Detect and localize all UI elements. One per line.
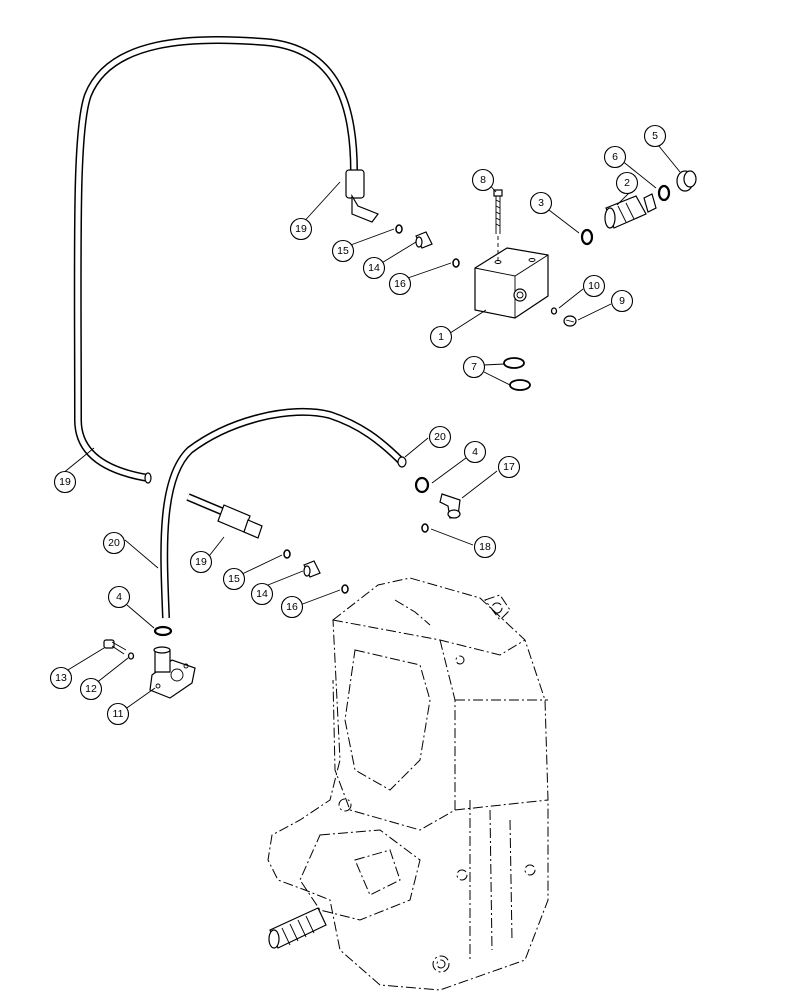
callout-3: 3 <box>529 191 553 215</box>
callout-label: 19 <box>295 223 307 235</box>
callout-label: 2 <box>624 177 630 189</box>
callout-label: 4 <box>472 446 478 458</box>
callout-8: 8 <box>471 168 495 192</box>
adapter-14-lower <box>303 560 321 578</box>
callout-19-upper: 19 <box>289 217 313 241</box>
callout-label: 5 <box>652 130 658 142</box>
hose-end-fitting-upper <box>345 169 379 223</box>
callout-label: 14 <box>368 262 380 274</box>
callout-10: 10 <box>582 274 606 298</box>
callout-label: 16 <box>394 278 406 290</box>
callout-20-upper: 20 <box>428 425 452 449</box>
callout-label: 9 <box>619 295 625 307</box>
bolt <box>493 189 503 262</box>
callout-14-upper: 14 <box>362 256 386 280</box>
transmission-housing <box>267 577 549 991</box>
callout-7: 7 <box>462 355 486 379</box>
callout-4-upper: 4 <box>463 440 487 464</box>
bolt-13 <box>103 639 127 655</box>
callout-19-lower: 19 <box>189 550 213 574</box>
callout-label: 10 <box>588 280 600 292</box>
callout-label: 15 <box>228 573 240 585</box>
callout-6: 6 <box>603 145 627 169</box>
callout-18: 18 <box>473 535 497 559</box>
o-ring-7b <box>509 379 531 391</box>
callout-label: 13 <box>55 672 67 684</box>
output-shaft <box>268 907 327 949</box>
o-ring-15-lower <box>283 549 291 559</box>
callout-label: 18 <box>479 541 491 553</box>
callout-17: 17 <box>497 455 521 479</box>
seal-ring <box>657 184 671 202</box>
washer-12 <box>127 652 135 660</box>
o-ring-4-upper <box>414 476 430 494</box>
callout-label: 4 <box>116 591 122 603</box>
callout-label: 20 <box>108 537 120 549</box>
callout-14-lower: 14 <box>250 582 274 606</box>
valve-block <box>474 247 549 319</box>
callout-label: 20 <box>434 431 446 443</box>
callout-label: 3 <box>538 197 544 209</box>
callout-label: 11 <box>113 708 124 720</box>
o-ring-18 <box>421 523 429 533</box>
hose-20 <box>160 407 407 619</box>
o-ring-3 <box>580 228 594 246</box>
callout-4-lower: 4 <box>107 585 131 609</box>
callout-label: 17 <box>503 461 515 473</box>
callout-9: 9 <box>610 289 634 313</box>
callout-label: 16 <box>286 601 298 613</box>
callout-15-lower: 15 <box>222 567 246 591</box>
o-ring-10 <box>550 307 558 315</box>
callout-1: 1 <box>429 325 453 349</box>
hose-19-lower <box>186 493 263 539</box>
adapter-14-upper <box>415 231 433 249</box>
callout-label: 19 <box>195 556 207 568</box>
callout-5: 5 <box>643 124 667 148</box>
flange-fitting <box>149 646 196 699</box>
callout-label: 6 <box>612 151 618 163</box>
callout-label: 1 <box>438 331 444 343</box>
dust-cap <box>676 170 697 192</box>
o-ring-15-upper <box>395 224 403 234</box>
o-ring-16-upper <box>452 258 460 268</box>
callout-label: 8 <box>480 174 486 186</box>
callout-label: 7 <box>471 361 477 373</box>
o-ring-16-lower <box>341 584 349 594</box>
elbow-fitting <box>439 493 461 519</box>
hose-19-long <box>73 35 358 484</box>
o-ring-7a <box>503 357 525 369</box>
plug <box>563 315 577 327</box>
o-ring-4-lower <box>153 625 173 637</box>
callout-19-left: 19 <box>53 470 77 494</box>
quick-coupler <box>604 193 657 229</box>
callout-label: 14 <box>256 588 268 600</box>
callout-label: 15 <box>337 245 349 257</box>
callout-13: 13 <box>49 666 73 690</box>
callout-11: 11 <box>106 702 130 726</box>
callout-label: 12 <box>85 683 97 695</box>
callout-label: 19 <box>59 476 71 488</box>
leader-lines <box>57 139 681 713</box>
callout-2: 2 <box>615 171 639 195</box>
callout-16-lower: 16 <box>280 595 304 619</box>
callout-16-upper: 16 <box>388 272 412 296</box>
callout-15-upper: 15 <box>331 239 355 263</box>
callout-12: 12 <box>79 677 103 701</box>
callout-20-lower: 20 <box>102 531 126 555</box>
